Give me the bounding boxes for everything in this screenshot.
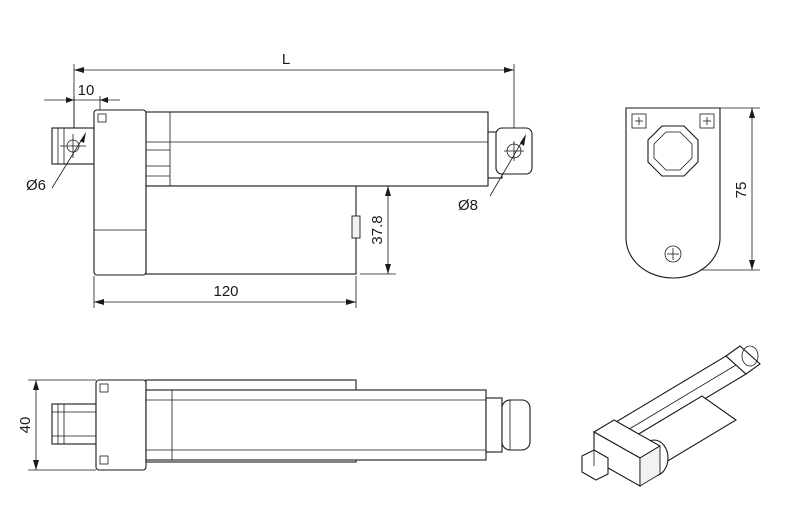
isometric-view (581, 345, 761, 487)
rear-hole-label: Ø6 (26, 177, 46, 194)
motor-height-label: 37.8 (369, 215, 386, 244)
width-label: 40 (17, 417, 34, 434)
motor-length-label: 120 (213, 283, 238, 300)
length-label: L (282, 51, 290, 68)
end-height-label: 75 (733, 182, 750, 199)
side-view: L 10 Ø6 Ø8 37.8 120 (26, 51, 533, 308)
front-hole-label: Ø8 (458, 197, 478, 214)
top-view: 40 (17, 379, 531, 471)
end-view: 75 (625, 107, 760, 279)
rear-offset-label: 10 (78, 82, 95, 99)
